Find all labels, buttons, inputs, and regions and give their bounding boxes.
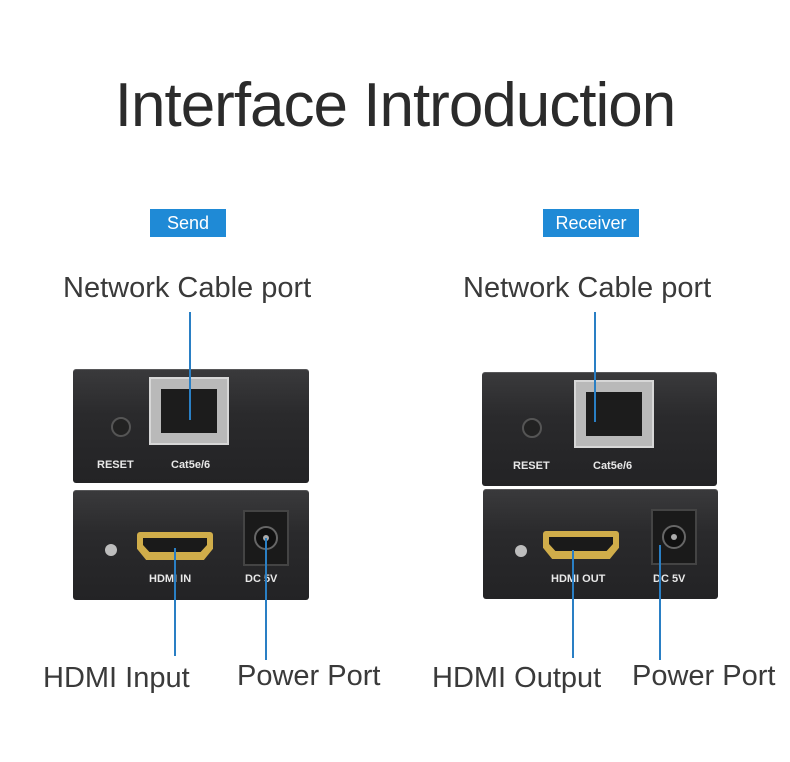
page-title: Interface Introduction	[114, 71, 676, 140]
receiver-reset-text: RESET	[513, 460, 550, 472]
receiver-network-cable-label: Network Cable port	[463, 272, 712, 304]
send-tag: Send	[150, 209, 226, 237]
send-top-panel: RESET Cat5e/6	[73, 369, 309, 483]
receiver-tag: Receiver	[543, 209, 639, 237]
receiver-hdmi-leader-line	[572, 550, 574, 658]
send-reset-button	[111, 417, 131, 437]
send-hdmi-port-icon	[137, 532, 213, 560]
receiver-hdmi-text: HDMI OUT	[551, 573, 606, 585]
send-bottom-panel: HDMI IN DC 5V	[73, 490, 309, 600]
send-power-leader-line	[265, 538, 267, 660]
receiver-dc-text: DC 5V	[653, 573, 686, 585]
receiver-led-icon	[515, 545, 527, 557]
receiver-reset-button	[522, 418, 542, 438]
send-led-icon	[105, 544, 117, 556]
send-hdmi-leader-line	[174, 548, 176, 656]
send-hdmi-text: HDMI IN	[149, 573, 192, 585]
receiver-rj45-port-icon	[574, 380, 654, 448]
receiver-hdmi-label: HDMI Output	[432, 662, 602, 694]
send-reset-text: RESET	[97, 459, 134, 471]
receiver-top-panel: RESET Cat5e/6	[482, 372, 717, 486]
send-power-label: Power Port	[237, 660, 381, 692]
receiver-bottom-panel: HDMI OUT DC 5V	[483, 489, 718, 599]
send-network-leader-line	[189, 312, 191, 420]
receiver-hdmi-port-icon	[543, 531, 619, 559]
receiver-cat-text: Cat5e/6	[593, 460, 633, 472]
receiver-network-leader-line	[594, 312, 596, 422]
receiver-dc-jack-icon	[651, 509, 697, 565]
send-dc-text: DC 5V	[245, 573, 278, 585]
send-hdmi-label: HDMI Input	[43, 662, 190, 694]
receiver-power-leader-line	[659, 545, 661, 660]
receiver-power-label: Power Port	[632, 660, 776, 692]
send-cat-text: Cat5e/6	[171, 459, 211, 471]
send-network-cable-label: Network Cable port	[63, 272, 312, 304]
